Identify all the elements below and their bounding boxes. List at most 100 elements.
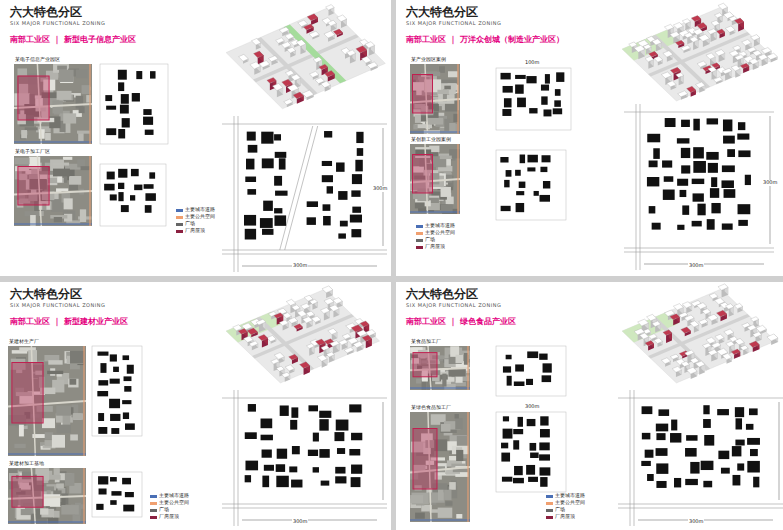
dimension-line [242,520,377,521]
building-roof [708,67,717,73]
building-footprint [515,84,524,93]
building-footprint [707,219,715,230]
building-footprint [514,466,523,475]
building-roof [339,339,348,345]
building-roof [640,333,649,339]
building-roof [638,319,649,326]
building-roof [300,362,310,369]
road-line [624,112,774,113]
aerial-roof [9,469,18,473]
road-line [640,104,641,270]
building-footprint [127,365,134,374]
road-line [222,254,387,255]
aerial-roof [438,490,444,501]
aerial-roof [456,514,462,518]
building-footprint [701,461,714,470]
building-footprint [541,96,547,104]
building-roof [296,40,306,47]
building-roof [634,45,645,52]
building-footprint [335,476,346,483]
aerial-roof [64,198,73,209]
building-footprint [338,233,346,238]
road-line [285,126,318,250]
aerial-roof [415,513,425,519]
building-footprint [721,468,730,474]
aerial-roof [438,508,453,518]
aerial-roof [54,217,62,222]
figure-ground-frame [496,412,566,492]
building-roof [310,299,318,304]
road-line [222,398,387,399]
dimension-label: 300m [524,404,540,410]
building-roof [687,86,696,92]
building-footprint [118,183,124,189]
building-footprint [308,405,318,411]
building-footprint [738,220,748,226]
building-roof [708,349,718,355]
building-footprint [527,155,537,163]
building-footprint [703,419,711,428]
building-footprint [125,423,135,429]
road-orange [84,346,85,456]
legend-text: 主要公共空间 [555,501,585,506]
building-footprint [735,440,744,446]
aerial-roof [77,131,90,134]
building-footprint [248,145,258,153]
building-footprint [520,155,525,164]
building-footprint [322,161,332,166]
building-footprint [274,215,286,225]
aerial-photo [14,156,92,226]
building-roof [285,70,294,76]
building-footprint [656,424,668,432]
legend-swatch [150,516,157,519]
building-roof [337,15,347,22]
building-footprint [292,446,300,454]
dimension-line [242,266,377,267]
zone-heading: 南部工业区 ｜ 绿色食品产业区 [406,318,516,327]
zone-heading: 南部工业区 ｜ 新型电子信息产业区 [10,36,136,45]
building-footprint [118,129,125,138]
building-roof [251,38,261,45]
building-footprint [118,70,127,80]
building-footprint [681,165,690,173]
legend-swatch [176,216,183,219]
building-footprint [722,223,733,229]
building-footprint [96,504,103,510]
dimension-label: 300m [688,519,704,525]
building-footprint [710,188,719,198]
aerial-roof [441,187,451,197]
aerial-roof [449,123,455,132]
building-footprint [323,204,331,211]
aerial-roof [453,114,458,122]
building-footprint [97,352,108,356]
building-footprint [685,448,697,457]
page-title: 六大特色分区 [10,6,82,19]
zone-heading: 南部工业区 ｜ 新型建材业产业区 [10,318,128,327]
building-footprint [723,136,735,144]
building-roof [285,365,294,371]
legend-swatch [546,516,553,519]
aerial-roof [464,353,468,365]
aerial-roof [56,405,71,415]
building-roof [353,341,363,347]
building-roof [670,32,680,38]
aerial-roof [428,64,438,70]
legend-entry: 主要城市道路 [416,224,455,229]
building-footprint [98,427,107,434]
figure-ground-frame [100,64,168,144]
building-footprint [98,476,108,484]
building-footprint [122,118,130,127]
road-orange [90,156,91,226]
building-footprint [517,98,526,108]
building-footprint [110,354,117,361]
aerial-roof [47,371,63,374]
building-footprint [274,134,281,140]
building-footprint [732,446,742,456]
building-roof [699,319,708,325]
dimension-label: 300m [762,180,778,186]
building-roof [279,320,288,326]
building-footprint [723,119,732,131]
aerial-roof [410,495,423,503]
aerial-roof [415,115,421,123]
zoning-page: 六大特色分区SIX MAJOR FUNCTIONAL ZONING南部工业区 ｜… [396,282,783,530]
